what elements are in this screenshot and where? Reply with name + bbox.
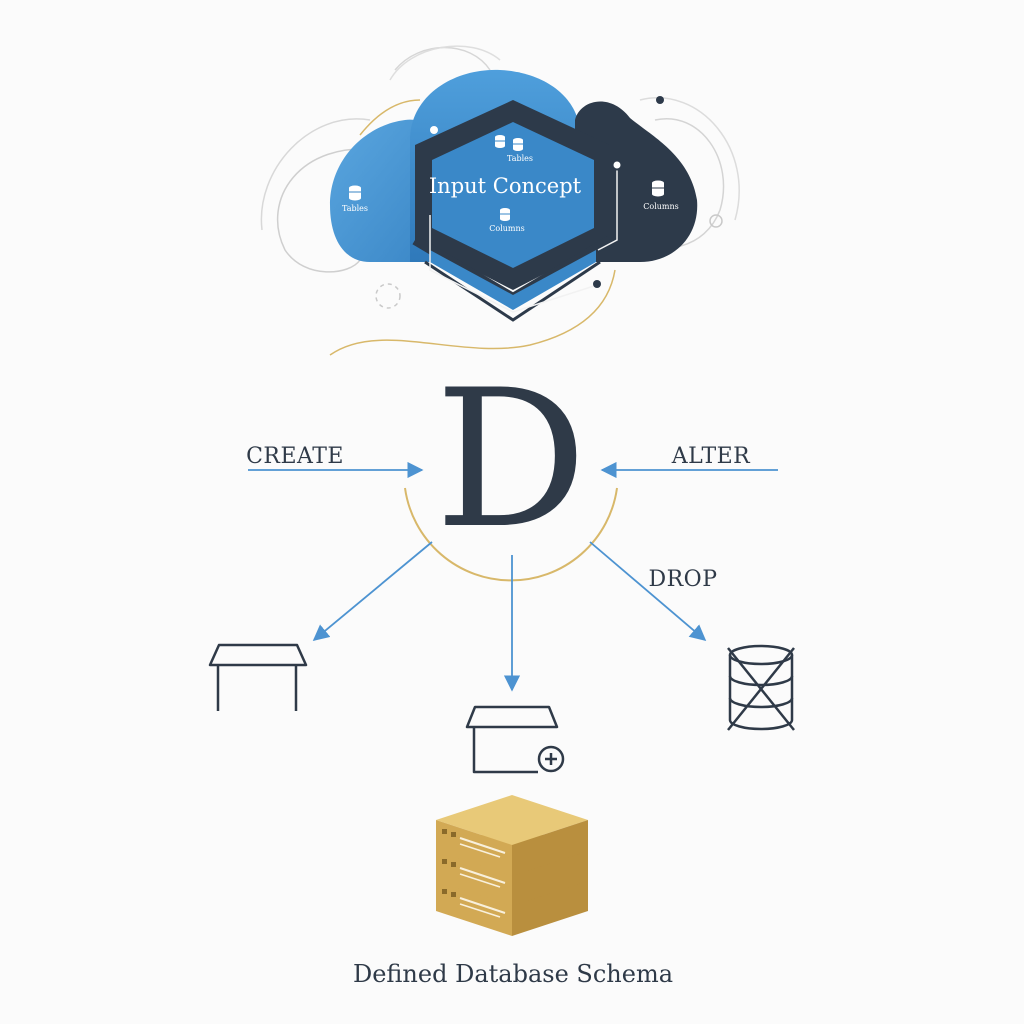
chevron-blue-fill [430,250,596,310]
database-icon-top-b [513,138,523,151]
table-icon [208,643,308,711]
connector-node-left [430,126,438,134]
drop-arrow [589,541,707,642]
database-server-stack [436,795,588,936]
alter-label: ALTER [671,444,751,469]
alter-operation: ALTER [600,444,778,479]
database-icon-inner-bottom [500,208,510,221]
drop-operation: DROP [589,541,717,642]
create-label: CREATE [246,444,344,469]
tag-right-label: Columns [643,202,679,211]
connector-node-right [611,159,623,171]
add-table-icon [465,705,565,774]
orbit-dashed-circle [375,283,401,309]
database-icon-left [349,185,361,201]
create-operation: CREATE [246,444,424,479]
tag-left-label: Tables [342,204,368,213]
orbit-dot-navy [656,96,664,104]
chevron-lower-outline [424,260,601,322]
tag-inner-bottom-label: Columns [489,224,525,233]
hub-gold-arc [404,487,618,582]
orbit-dot-white [709,214,723,228]
connector-node-bottom [593,280,601,288]
tag-top-label: Tables [507,154,533,163]
drop-database-icon [727,644,795,731]
concept-hexagon-inner [432,122,594,268]
database-icon-right [652,180,664,197]
connector-lines [429,165,618,313]
schema-caption: Defined Database Schema [353,960,673,988]
drop-label: DROP [648,567,717,592]
server-unit-top [436,795,588,876]
ddl-hub: D [404,349,618,582]
input-concept-cloud: Tables Tables Input Concept Columns [260,45,740,356]
database-icon-top-a [495,135,505,148]
table-arrow [312,541,433,642]
hub-letter: D [435,349,587,570]
input-concept-label: Input Concept [429,174,582,198]
